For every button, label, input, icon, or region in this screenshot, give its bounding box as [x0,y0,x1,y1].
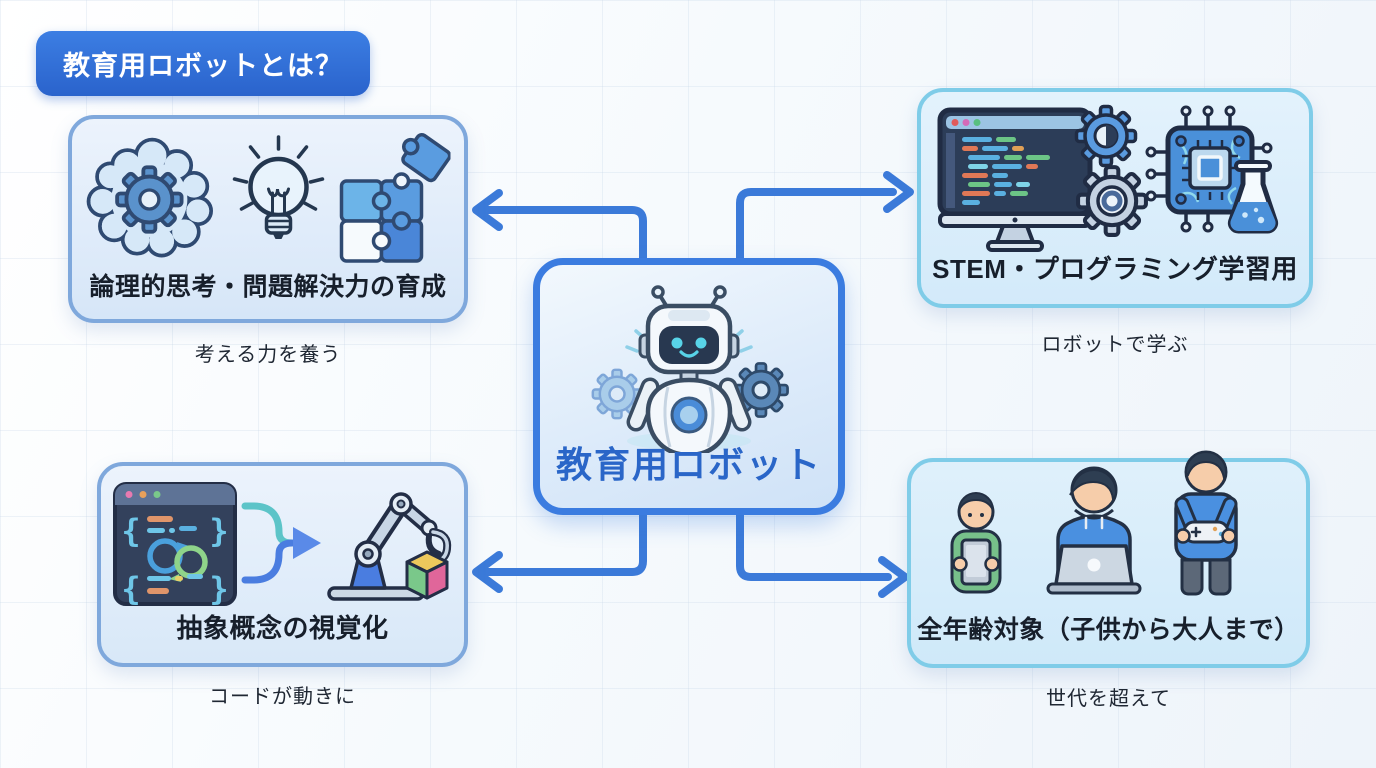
visualization-icons: { } { } [112,482,451,608]
puzzle-icon [339,132,451,263]
node-all-ages: 全年齢対象（子供から大人まで） [907,450,1310,668]
center-node-educational-robot: 教育用ロボット [533,258,845,515]
robot-smile [679,350,699,358]
svg-text:}: } [209,570,228,608]
robot-visor [668,310,710,321]
chest-emblem-core [680,406,698,424]
child-tablet-icon [950,492,1001,594]
stem-icons [937,104,1279,252]
logic-icons [86,132,451,263]
node-logic-thinking: 論理的思考・問題解決力の育成 [68,115,468,323]
teen-laptop-icon [1046,466,1141,595]
body-seams [663,386,715,448]
flask-icon [1227,160,1279,234]
adult-controller-icon [1173,450,1238,596]
code-window-icon: { } { } [112,482,237,608]
robot-mascot-icon [591,285,789,453]
robot-eye [695,337,707,349]
node-label: STEM・プログラミング学習用 [932,254,1298,284]
connector-bottom-right-arrow [736,508,909,598]
node-label: 抽象概念の視覚化 [176,613,389,643]
node-caption: 世代を超えて [1046,688,1171,710]
robot-eye [671,337,683,349]
gear-right-icon [733,362,789,418]
robot-arms [626,377,752,432]
node-stem-learning: STEM・プログラミング学習用 [917,88,1313,308]
gear-left-icon [591,368,643,420]
chip-circuit-icon [1145,105,1273,233]
color-cube-icon [405,550,448,600]
merge-arrow-icon [241,502,321,584]
svg-text:}: } [209,512,228,550]
svg-text:{: { [121,512,140,550]
all-ages-icons [950,450,1238,596]
lightbulb-icon [232,135,325,239]
brain-gear-icon [86,137,214,258]
connector-top-left-arrow [472,189,647,266]
node-abstract-visualization: { } { } [97,462,468,667]
page-title: 教育用ロボットとは？ [36,31,370,96]
svg-text:{: { [121,570,140,608]
node-caption: 考える力を養う [194,344,342,366]
robot-face [659,326,719,364]
connector-top-right-arrow [736,171,914,266]
node-caption: コードが動きに [209,686,356,708]
center-node-label: 教育用ロボット [555,444,822,485]
code-monitor-icon [937,107,1093,252]
gear-pair-icon [1074,104,1146,235]
robot-arm-icon [326,492,451,601]
connector-bottom-left-arrow [472,508,647,593]
node-caption: ロボットで学ぶ [1041,334,1189,356]
node-label: 全年齢対象（子供から大人まで） [917,616,1300,644]
node-label: 論理的思考・問題解決力の育成 [89,273,447,301]
